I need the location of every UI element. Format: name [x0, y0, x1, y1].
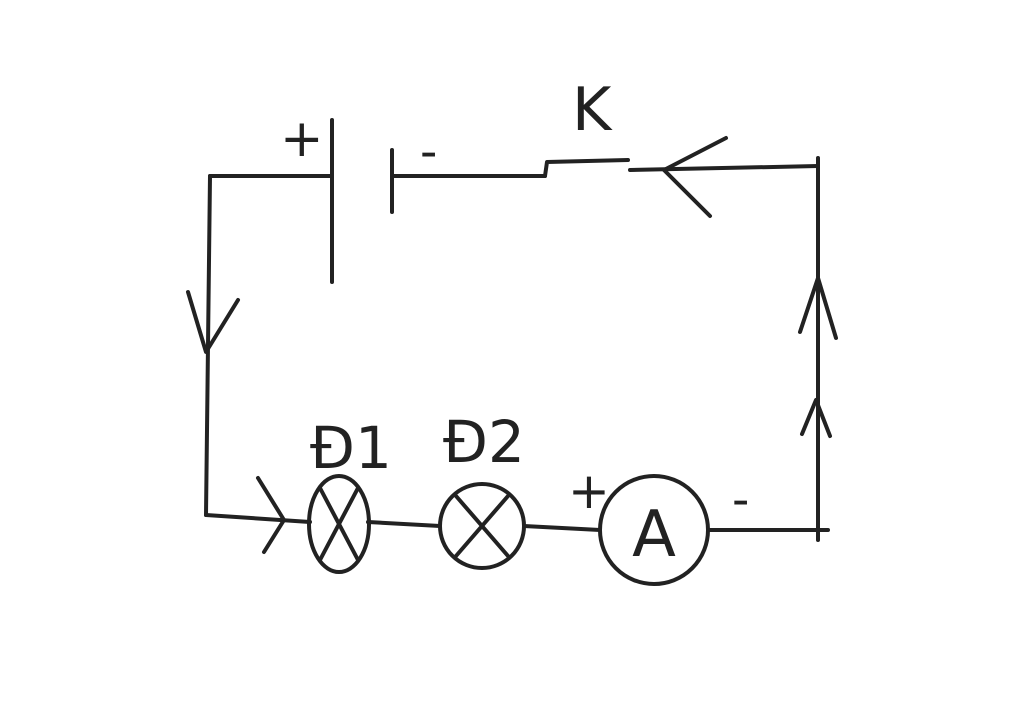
ammeter-label: A	[632, 498, 676, 572]
lamp-1-label: Đ1	[310, 414, 392, 482]
wire-lamp1-lamp2	[366, 520, 442, 528]
switch-label: K	[572, 75, 613, 145]
lamp-1-cross-icon	[318, 486, 360, 562]
lamp-2-label: Đ2	[443, 408, 525, 476]
lamp-2: Đ2	[438, 408, 526, 570]
wire-bottom-left	[204, 513, 312, 524]
ammeter-circle	[598, 474, 710, 586]
switch-k: K	[543, 75, 630, 178]
arrow-top-left-icon	[662, 136, 728, 218]
ammeter-plus-label: +	[568, 462, 610, 520]
battery-plus-label: +	[280, 109, 324, 169]
ammeter-minus-label: -	[732, 472, 749, 528]
lamp-1-bulb	[307, 474, 371, 574]
circuit-wires	[204, 156, 830, 542]
current-arrows	[186, 136, 838, 554]
arrow-right-up-small-icon	[800, 398, 832, 438]
switch-lever	[543, 158, 630, 178]
lamp-2-cross-icon	[454, 494, 510, 558]
arrow-bottom-right-icon	[256, 476, 286, 554]
lamp-1: Đ1	[307, 414, 392, 574]
arrow-right-up-icon	[798, 276, 838, 340]
wire-top-right	[628, 164, 820, 172]
lamp-2-bulb	[438, 482, 526, 570]
battery: + -	[280, 109, 437, 284]
wire-lamp2-ammeter	[522, 524, 602, 532]
ammeter: A + -	[568, 462, 749, 586]
battery-minus-label: -	[420, 124, 437, 180]
arrow-left-down-icon	[186, 290, 240, 354]
